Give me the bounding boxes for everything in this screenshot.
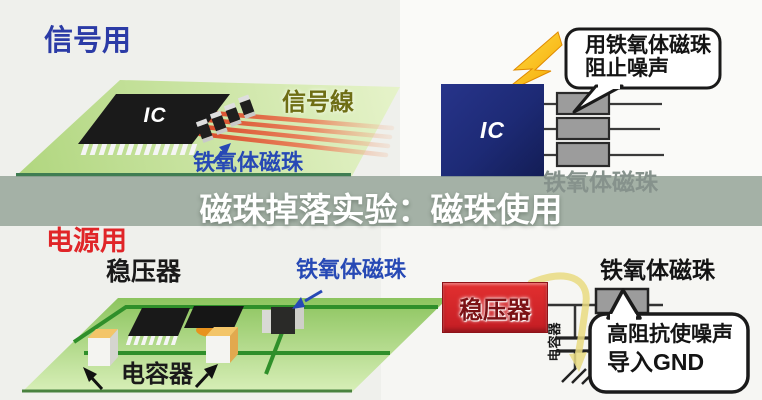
capacitor-component — [206, 327, 238, 363]
regulator-block: 稳压器 — [442, 282, 548, 333]
power-section-heading: 电源用 — [46, 226, 127, 256]
ferrite-bead-label: 铁氧体磁珠 — [600, 257, 715, 283]
regulator-label: 稳压器 — [106, 258, 182, 286]
callout-line: 高阻抗使噪声 — [607, 323, 733, 346]
capacitor-label: 电容器 — [121, 361, 193, 388]
regulator-block-label: 稳压器 — [459, 297, 531, 324]
inductor-component — [184, 306, 244, 337]
arrow-icon — [292, 289, 323, 309]
regulator-ic-component — [125, 308, 190, 345]
ic-chip-label: IC — [143, 104, 167, 127]
ic-chip-pins — [80, 144, 198, 155]
callout-line: 用铁氧体磁珠 — [585, 34, 711, 57]
signal-section-heading: 信号用 — [44, 25, 132, 57]
ferrite-beads-on-traces — [195, 94, 256, 143]
ferrite-bead-label: 铁氧体磁珠 — [193, 150, 304, 175]
callout-line: 导入GND — [607, 349, 705, 376]
ic-block: IC — [441, 84, 544, 177]
signal-callout-text: 用铁氧体磁珠 阻止噪声 — [566, 29, 720, 88]
ferrite-bead-component — [262, 306, 304, 334]
ferrite-bead-label: 铁氧体磁珠 — [296, 257, 407, 282]
bypass-capacitor-label: 电容器 — [547, 322, 562, 362]
callout-line: 阻止噪声 — [585, 57, 669, 81]
ic-block-label: IC — [480, 117, 505, 143]
power-callout-text: 高阻抗使噪声 导入GND — [590, 314, 748, 375]
ferrite-bead-label: 铁氧体磁珠 — [543, 169, 658, 195]
signal-traces — [197, 110, 395, 158]
title-banner — [0, 176, 762, 226]
arrow-icon — [194, 364, 218, 389]
signal-line-label: 信号線 — [282, 89, 354, 116]
capacitor-component — [88, 329, 118, 366]
arrow-icon — [83, 367, 104, 391]
page-title: 磁珠掉落实验：磁珠使用 — [199, 191, 563, 228]
